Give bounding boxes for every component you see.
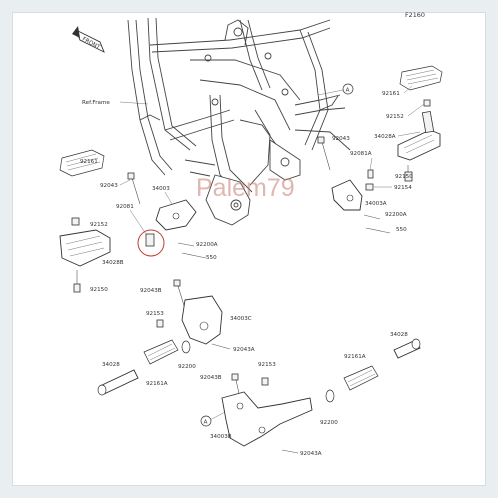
label-34003: 34003 — [152, 186, 170, 192]
label-92043-right: 92043 — [332, 136, 350, 142]
label-92161-left: 92161 — [80, 159, 98, 165]
label-34028-right: 34028 — [390, 332, 408, 338]
label-34003C: 34003C — [230, 316, 252, 322]
label-34028A: 34028A — [374, 134, 396, 140]
ref-frame-label: Ref.Frame — [82, 100, 110, 106]
label-92153-1: 92153 — [146, 311, 164, 317]
label-92200A-center: 92200A — [196, 242, 218, 248]
watermark: Palem79 — [196, 174, 295, 202]
label-92152-left: 92152 — [90, 222, 108, 228]
label-92043-left: 92043 — [100, 183, 118, 189]
footpeg-lower-left — [97, 279, 231, 396]
callout-a-bottom: A — [200, 411, 226, 427]
label-92043B-2: 92043B — [200, 375, 222, 381]
label-92150-right: 92150 — [395, 174, 413, 180]
svg-text:A: A — [346, 87, 350, 93]
footpeg-lower-right — [221, 338, 421, 454]
ref-frame-leader — [119, 101, 149, 105]
label-92081: 92081 — [116, 204, 134, 210]
diagram-code: F2160 — [405, 11, 425, 19]
label-92150-left: 92150 — [90, 287, 108, 293]
label-92043A-2: 92043A — [300, 451, 322, 457]
label-92200-left: 92200 — [178, 364, 196, 370]
label-92152-right: 92152 — [386, 114, 404, 120]
label-34028-left: 34028 — [102, 362, 120, 368]
label-550-center: 550 — [206, 255, 217, 261]
label-92154: 92154 — [394, 185, 412, 191]
callout-a-top: A — [317, 83, 354, 96]
motorcycle-frame — [127, 17, 351, 226]
label-34028B: 34028B — [102, 260, 124, 266]
label-92043B-1: 92043B — [140, 288, 162, 294]
label-34003A: 34003A — [365, 201, 387, 207]
label-92081A: 92081A — [350, 151, 372, 157]
label-92161A-left: 92161A — [146, 381, 168, 387]
label-92200A-right: 92200A — [385, 212, 407, 218]
label-34003B: 34003B — [210, 434, 232, 440]
footpeg-left-rider — [59, 149, 207, 293]
front-arrow-icon: FRONT — [72, 26, 105, 53]
label-92153-2: 92153 — [258, 362, 276, 368]
svg-text:A: A — [204, 419, 208, 425]
label-92161A-right: 92161A — [344, 354, 366, 360]
footpeg-right-rider — [317, 65, 443, 234]
label-550-right: 550 — [396, 227, 407, 233]
label-92161-right: 92161 — [382, 91, 400, 97]
label-92043A-1: 92043A — [233, 347, 255, 353]
label-92200-right: 92200 — [320, 420, 338, 426]
